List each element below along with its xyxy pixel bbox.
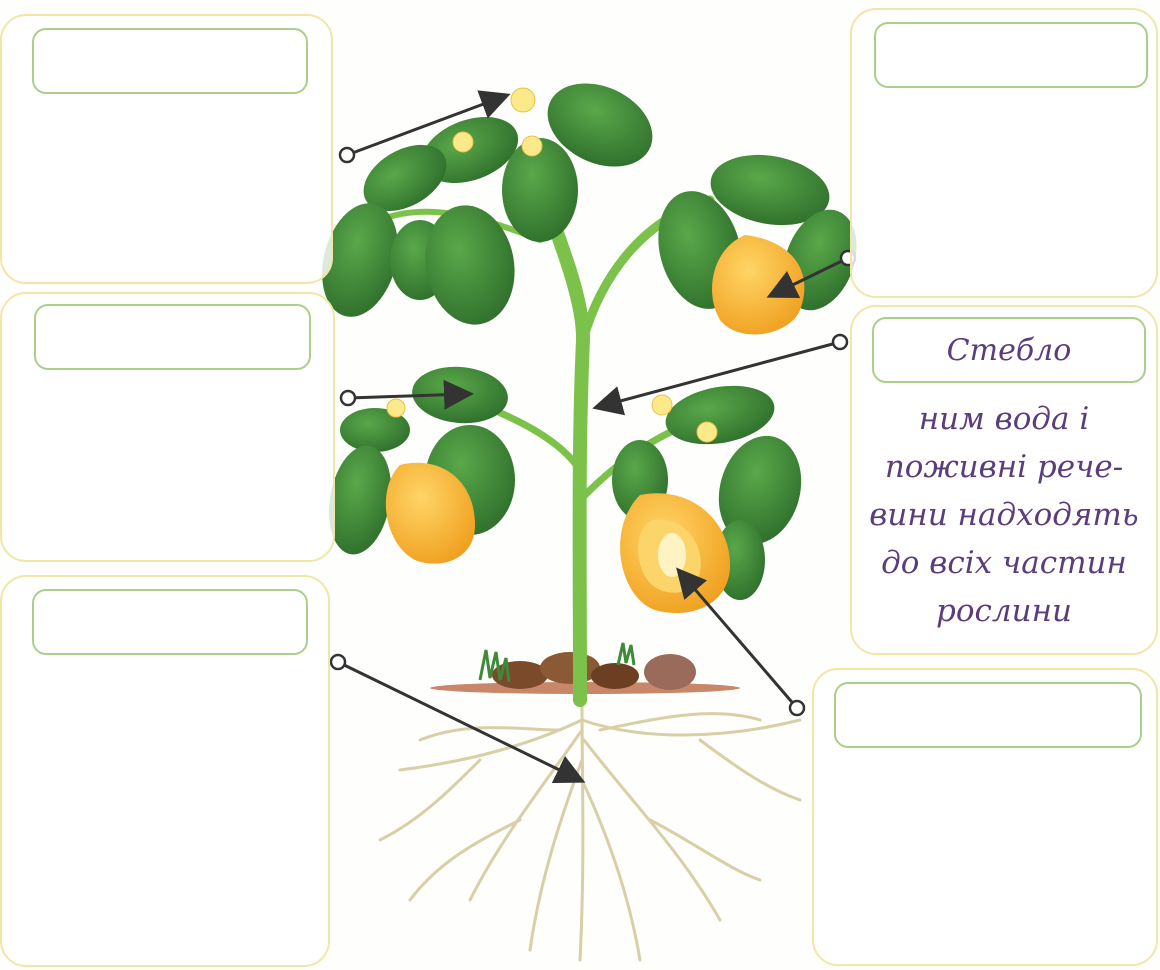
roots bbox=[380, 700, 800, 960]
label-field-seed[interactable] bbox=[834, 682, 1142, 748]
card-leaf bbox=[0, 292, 335, 562]
card-stem: Стебло ним вода і поживні рече- вини над… bbox=[850, 305, 1158, 655]
stem-description: ним вода і поживні рече- вини надходять … bbox=[852, 395, 1156, 635]
card-seed bbox=[812, 668, 1158, 966]
card-root bbox=[0, 575, 330, 967]
label-field-flower[interactable] bbox=[32, 28, 308, 94]
label-field-root[interactable] bbox=[32, 589, 308, 655]
label-field-stem[interactable]: Стебло bbox=[872, 317, 1146, 383]
card-fruit bbox=[850, 8, 1158, 298]
card-flower bbox=[0, 14, 333, 284]
label-field-fruit[interactable] bbox=[874, 22, 1148, 88]
label-field-leaf[interactable] bbox=[34, 304, 311, 370]
